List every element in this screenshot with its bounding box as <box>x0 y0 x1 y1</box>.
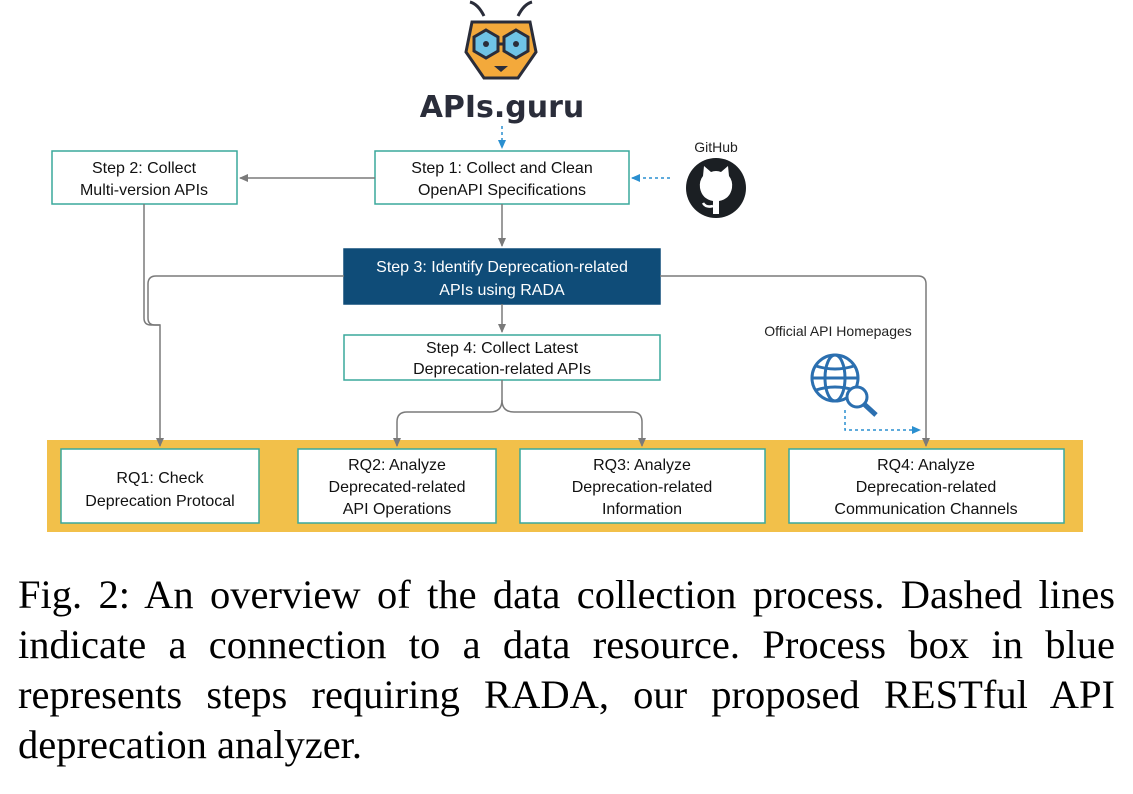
official-homepages-label: Official API Homepages <box>764 323 912 339</box>
connector-step3-to-rq1 <box>147 275 344 447</box>
step2-box <box>51 150 238 205</box>
step4-line2: Deprecation-related APIs <box>413 361 591 378</box>
dashed-connector-homepages <box>844 410 921 434</box>
rq2-line1: RQ2: Analyze <box>348 457 446 474</box>
connector-step4-split <box>393 380 503 447</box>
globe-search-icon <box>810 353 878 417</box>
step2-line2: Multi-version APIs <box>80 182 208 199</box>
github-label: GitHub <box>694 139 738 155</box>
rq1-line1: RQ1: Check <box>116 470 204 487</box>
data-collection-diagram: APIs.guru Step 1: Collect and Clean Open… <box>47 0 1083 532</box>
rq4-line3: Communication Channels <box>834 501 1017 518</box>
connector-step2-to-rq1 <box>143 204 160 326</box>
rq2-line3: API Operations <box>343 501 452 518</box>
step3-line2: APIs using RADA <box>439 282 565 299</box>
step4-line1: Step 4: Collect Latest <box>426 340 579 357</box>
step4-box <box>343 334 661 381</box>
step1-line1: Step 1: Collect and Clean <box>411 160 592 177</box>
rq3-box <box>519 448 766 524</box>
rq4-line2: Deprecation-related <box>856 479 997 496</box>
apis-guru-label: APIs.guru <box>420 90 585 125</box>
connector-step3-to-rq4 <box>660 275 930 447</box>
step1-box <box>374 150 630 205</box>
rq1-box <box>60 448 260 524</box>
rq4-line1: RQ4: Analyze <box>877 457 975 474</box>
rq4-box <box>788 448 1065 524</box>
rq3-line2: Deprecation-related <box>572 479 713 496</box>
rq1-line2: Deprecation Protocal <box>85 493 234 510</box>
figure-caption: Fig. 2: An overview of the data collecti… <box>18 572 1115 767</box>
bee-logo-icon <box>464 0 538 80</box>
step3-line1: Step 3: Identify Deprecation-related <box>376 259 628 276</box>
step2-line1: Step 2: Collect <box>92 160 197 177</box>
github-icon <box>686 158 746 218</box>
rq3-line1: RQ3: Analyze <box>593 457 691 474</box>
rq2-line2: Deprecated-related <box>329 479 466 496</box>
step1-line2: OpenAPI Specifications <box>418 182 586 199</box>
rq3-line3: Information <box>602 501 682 518</box>
connector-step4-to-rq3 <box>501 399 646 447</box>
rq2-box <box>297 448 497 524</box>
